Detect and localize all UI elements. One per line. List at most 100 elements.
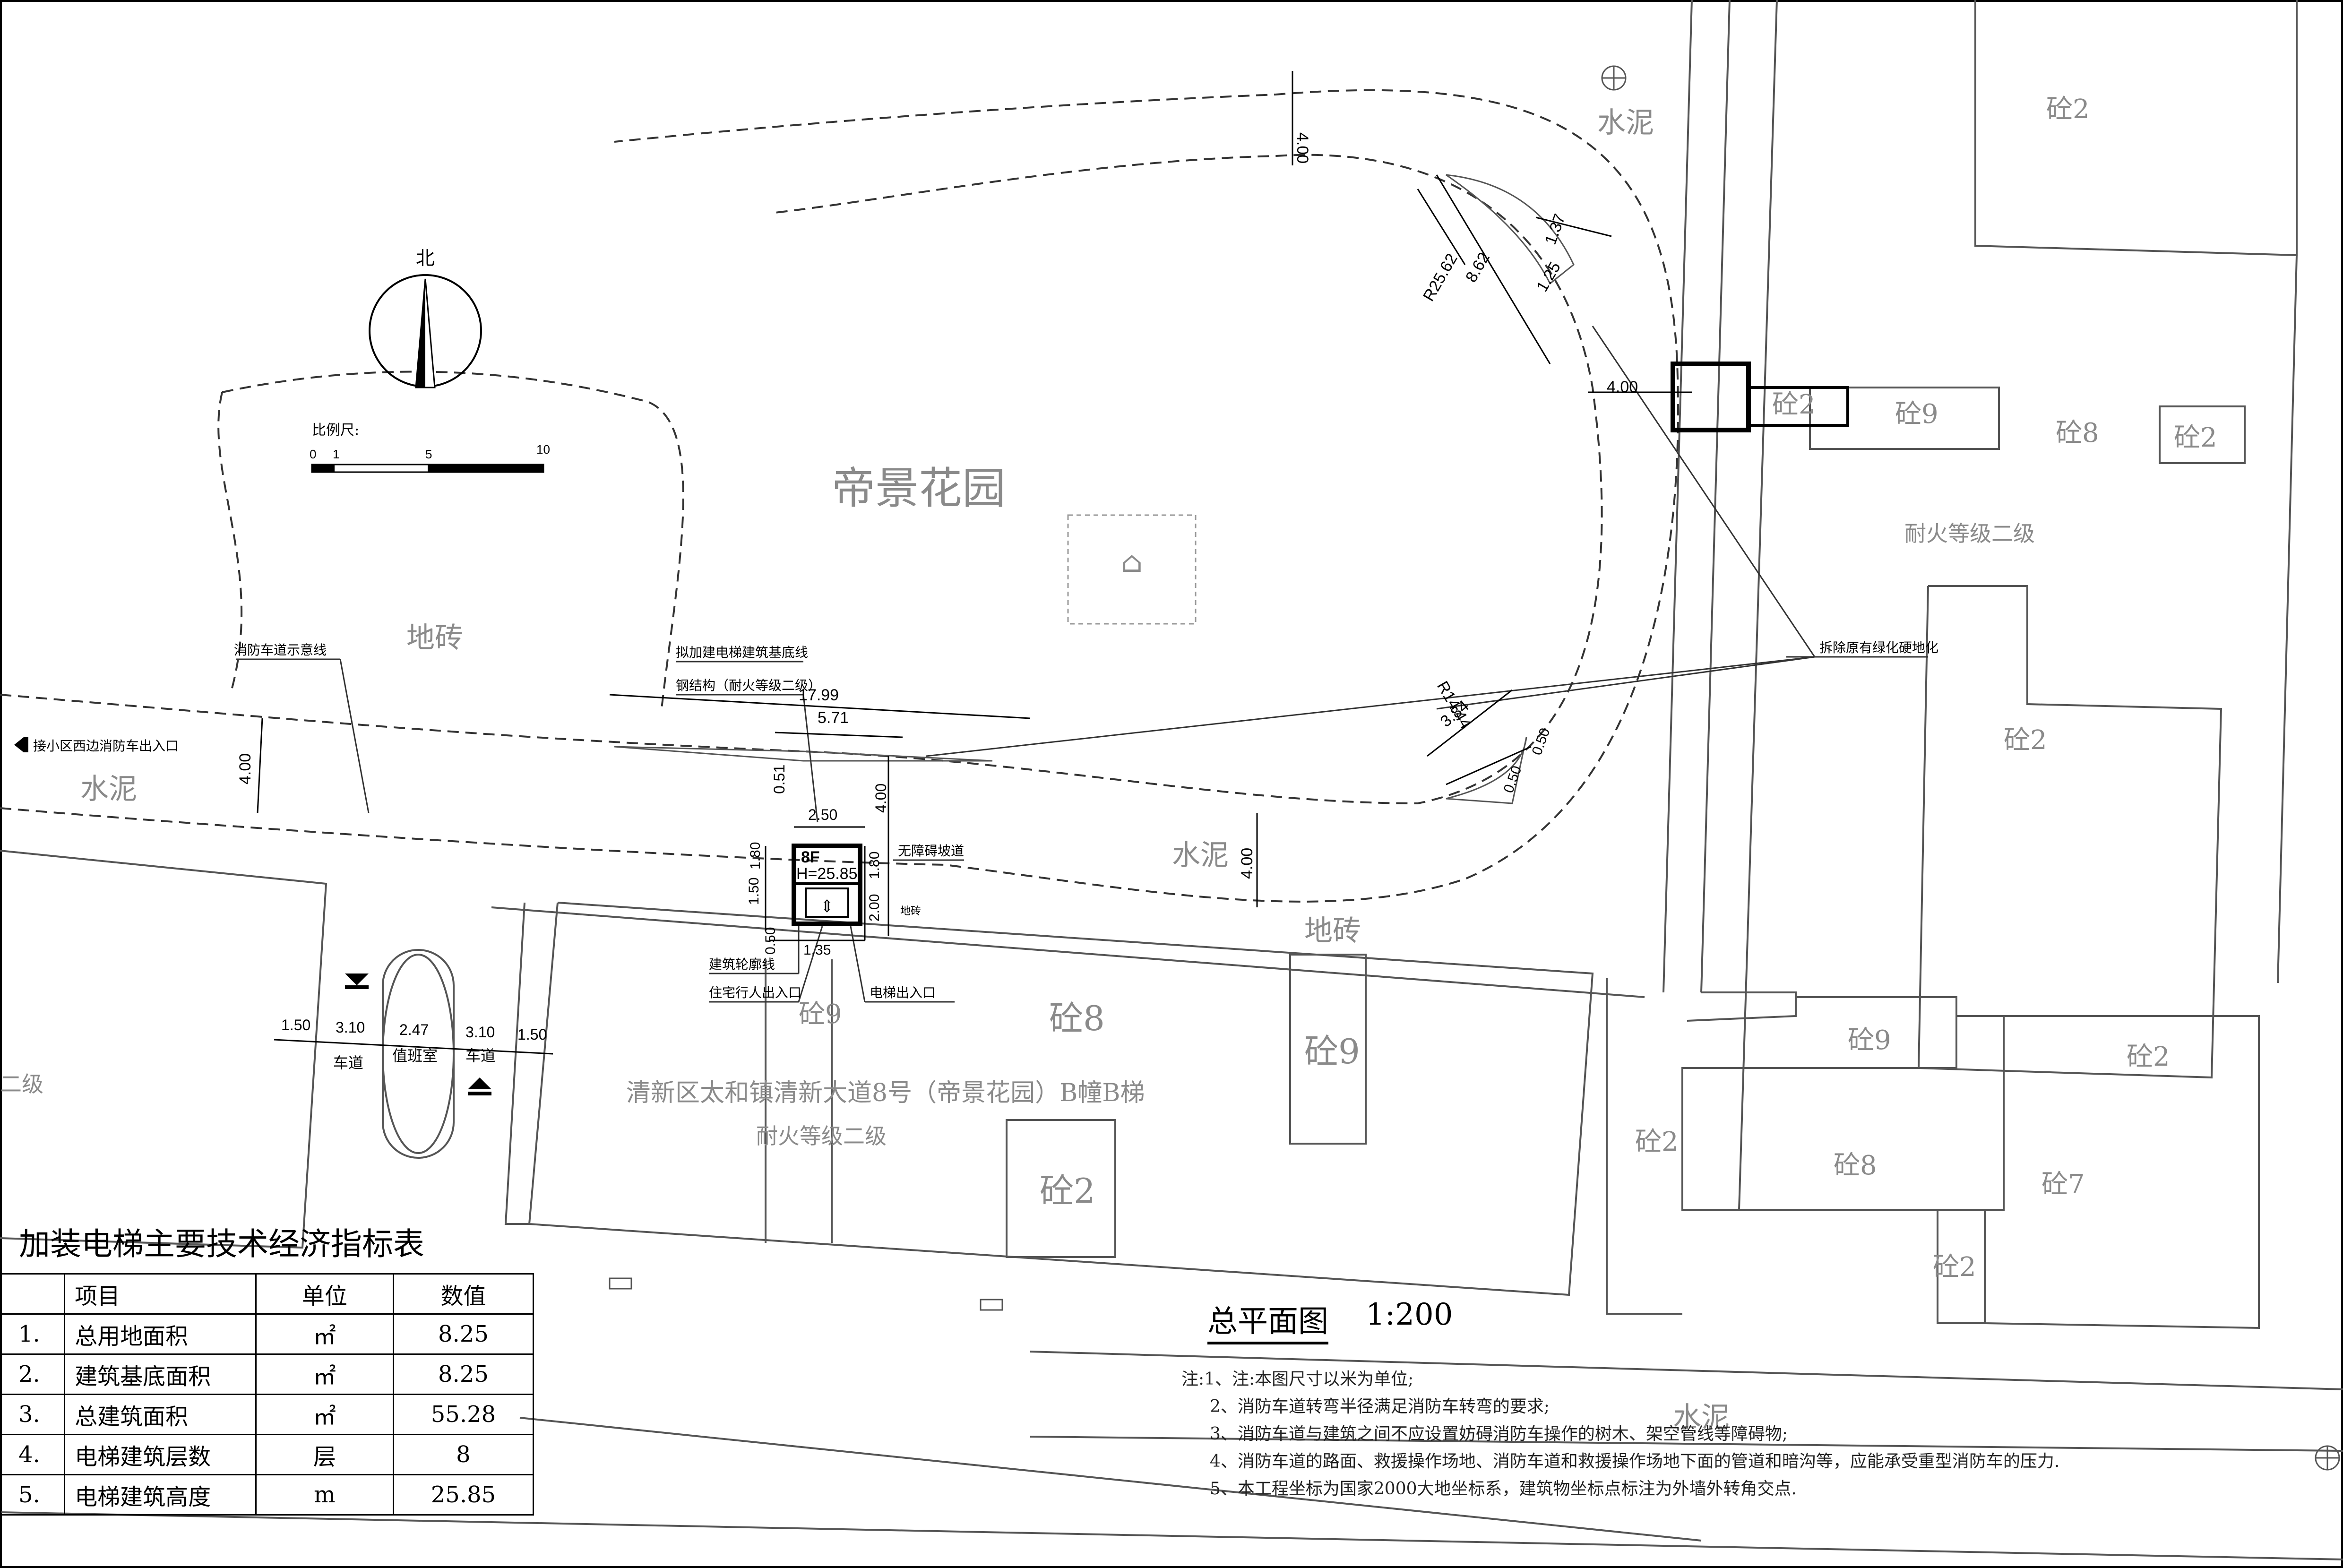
dim-road-150b: 1.50 [517,1026,547,1043]
c2-label-2: 砼2 [1772,389,1816,420]
scale-tick-1: 1 [333,447,339,461]
c8-label-2: 砼8 [1834,1150,1877,1181]
dim-862: 8.62 [1462,250,1493,285]
row-unit: ㎡ [255,1353,394,1395]
dim-road-310b: 3.10 [465,1024,495,1041]
row-unit: m [255,1474,394,1516]
garden-kiosk [1067,514,1197,625]
row-item: 总用地面积 [64,1313,257,1355]
north-label: 北 [416,248,435,269]
row-no: 2. [0,1353,66,1395]
callout-elevator-entrance: 电梯出入口 [870,985,936,1000]
dim-135: 1.35 [803,942,831,958]
elevator-floors: 8F [801,848,820,866]
scale-tick-5: 5 [425,447,432,461]
row-value: 55.28 [392,1394,534,1435]
estate-name: 帝景花园 [832,463,1006,514]
c9-label-3: 砼9 [799,999,842,1030]
dim-250: 2.50 [808,806,837,823]
dim-lane-top: 4.00 [1293,132,1311,164]
dim-180b: 1.80 [867,852,882,879]
dimension-lines [257,71,1692,1055]
cement-label-bottom: 水泥 [1673,1401,1730,1434]
scale-bar-title: 比例尺: [312,422,359,439]
table-row: 5. 电梯建筑高度 m 25.85 [0,1474,534,1516]
building-address: 清新区太和镇清新大道8号（帝景花园）B幢B梯 [626,1079,1145,1107]
plan-scale: 1:200 [1366,1297,1453,1332]
dim-road-310a: 3.10 [336,1019,365,1036]
fire-rating-main: 耐火等级二级 [756,1123,887,1149]
adjacent-structure [1671,362,1849,432]
row-value: 8.25 [392,1353,534,1395]
callout-resident-entrance: 住宅行人出入口 [709,985,801,1000]
note-line: 3、消防车道与建筑之间不应设置妨碍消防车操作的树木、架空管线等障碍物; [1210,1424,1788,1444]
c9-label-1: 砼9 [1895,399,1938,430]
elevator-height: H=25.85 [796,865,858,883]
dim-lane-left: 4.00 [236,753,254,784]
indicator-table: 项目 单位 数值 1. 总用地面积 ㎡ 8.25 2. 建筑基底面积 ㎡ 8.2… [0,1273,534,1516]
lane-direction-arrows [14,737,491,1095]
dim-050c: 0.50 [763,927,778,955]
cement-label-top: 水泥 [1597,106,1654,139]
lane-label-left: 车道 [333,1054,363,1072]
dim-lane-center: 4.00 [1238,848,1256,879]
kiosk-icon: ⌂ [1121,546,1143,579]
left-building [0,850,455,1249]
c2-label-3: 砼2 [2174,422,2217,453]
indicator-table-block: 加装电梯主要技术经济指标表 项目 单位 数值 1. 总用地面积 ㎡ 8.25 2… [0,1229,534,1516]
notes-block: 注:1、注:本图尺寸以米为单位; 2、消防车道转弯半径满足消防车转弯的要求; 3… [1181,1366,2059,1503]
dim-1799: 17.99 [799,686,839,704]
row-no: 5. [0,1474,66,1516]
dim-137: 1.37 [1542,212,1569,247]
row-value: 8.25 [392,1313,534,1355]
plan-title: 总平面图 [1207,1297,1328,1344]
right-buildings [1606,0,2298,1329]
dim-150: 1.50 [746,878,762,905]
callout-west-entrance: 接小区西边消防车出入口 [33,738,179,754]
table-row: 3. 总建筑面积 ㎡ 55.28 [0,1394,534,1435]
note-line: 注:1、注:本图尺寸以米为单位; [1181,1370,1414,1389]
row-no: 1. [0,1313,66,1355]
c9-label-4: 砼9 [1304,1032,1360,1071]
cement-label-center: 水泥 [1172,839,1229,872]
table-row: 4. 电梯建筑层数 层 8 [0,1434,534,1475]
paving-label-building: 地砖 [1304,914,1361,948]
c2-label-4: 砼2 [2004,725,2047,756]
table-header-row: 项目 单位 数值 [0,1273,534,1315]
row-unit: ㎡ [255,1313,394,1355]
callout-steel-structure: 钢结构（耐火等级二级） [676,678,821,693]
dim-180a: 1.80 [748,842,763,870]
header-item: 项目 [64,1273,257,1315]
row-unit: 层 [255,1434,394,1475]
paving-label-left: 地砖 [406,621,463,655]
row-item: 电梯建筑层数 [64,1434,257,1475]
row-item: 电梯建筑高度 [64,1474,257,1516]
cement-label-left: 水泥 [80,773,137,806]
guard-room-label: 值班室 [392,1047,438,1065]
c2-label-6: 砼2 [1635,1127,1679,1157]
elevator-footprint: ⇕ [792,844,862,926]
callout-elevator-outline: 拟加建电梯建筑基底线 [676,645,808,660]
callout-paving-small: 地砖 [900,905,921,917]
c2-label-5: 砼2 [2127,1042,2170,1072]
row-no: 3. [0,1394,66,1435]
fire-rating-right: 耐火等级二级 [1904,521,2035,546]
c2-label-1: 砼2 [2046,94,2090,125]
table-row: 2. 建筑基底面积 ㎡ 8.25 [0,1353,534,1395]
lane-label-right: 车道 [465,1047,496,1065]
row-value: 8 [392,1434,534,1475]
row-no: 4. [0,1434,66,1475]
note-line: 5、本工程坐标为国家2000大地坐标系，建筑物坐标点标注为外墙外转角交点. [1210,1479,1797,1499]
north-arrow [369,274,482,388]
dim-radius-outer: R25.62 [1420,250,1461,304]
dim-571: 5.71 [818,709,849,727]
c8-label-3: 砼8 [1049,999,1105,1038]
main-building-outline [504,902,1594,1296]
scale-tick-0: 0 [310,447,316,461]
c7-label: 砼7 [2042,1169,2085,1200]
callout-remove-greenery: 拆除原有绿化硬地化 [1819,640,1938,655]
dim-051: 0.51 [771,765,788,794]
dim-road-150a: 1.50 [281,1017,310,1034]
